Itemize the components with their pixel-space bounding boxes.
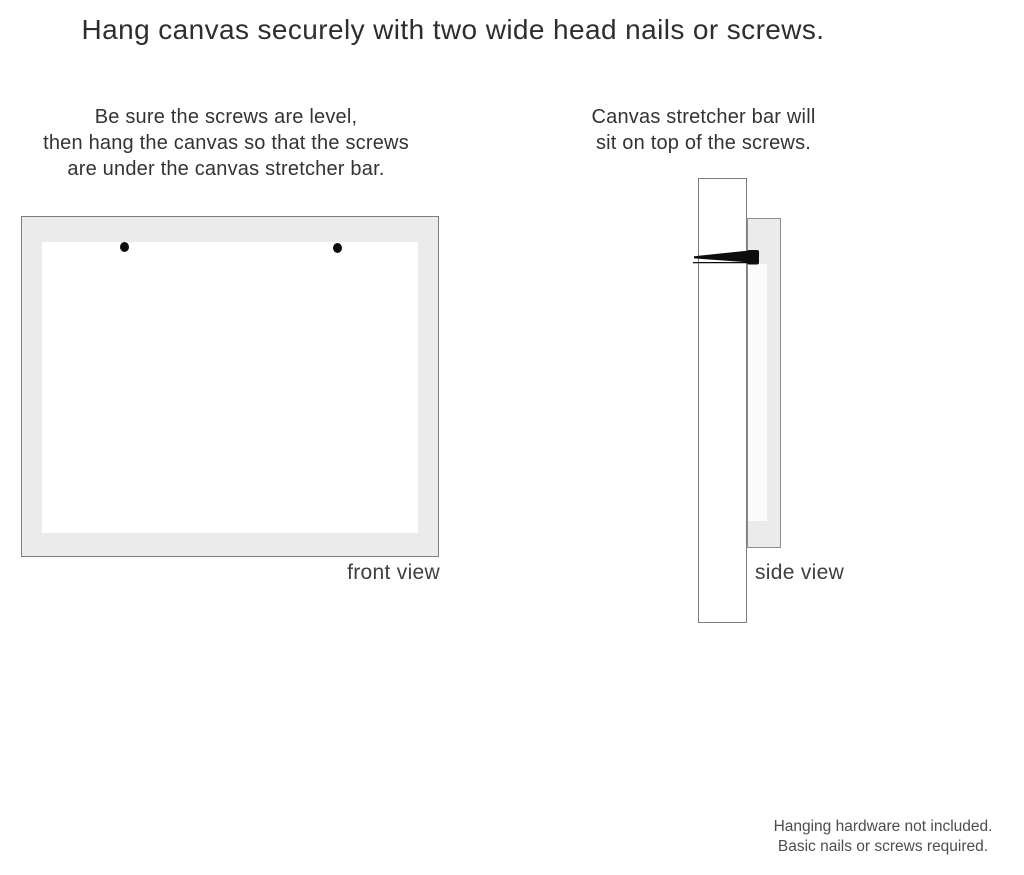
front-view-canvas-frame [21,216,439,557]
instruction-line: sit on top of the screws. [595,132,812,154]
instruction-line: are under the canvas stretcher bar. [67,158,385,180]
nail-spike [694,250,747,263]
instruction-line: Be sure the screws are level, [94,106,358,128]
front-view-instructions: Be sure the screws are level, then hang … [16,104,436,182]
side-view-label: side view [755,561,845,584]
side-view-wall-bar [698,178,747,623]
footnote-line: Basic nails or screws required. [777,837,989,855]
side-view-canvas-hollow [748,264,767,521]
instruction-line: Canvas stretcher bar will [591,106,816,128]
footnote-line: Hanging hardware not included. [773,818,993,835]
nail-head-left-icon [120,242,129,252]
side-view-canvas-edge [747,218,781,548]
instruction-line: then hang the canvas so that the screws [43,132,409,154]
front-view-canvas-face [42,242,418,533]
front-view-label: front view [347,561,440,584]
nail-head-right-icon [333,243,342,253]
nail-icon [693,250,759,265]
side-view-instructions: Canvas stretcher bar will sit on top of … [581,104,826,156]
hardware-footnote: Hanging hardware not included. Basic nai… [758,817,1008,856]
nail-head [747,250,759,265]
page-title: Hang canvas securely with two wide head … [81,14,825,45]
